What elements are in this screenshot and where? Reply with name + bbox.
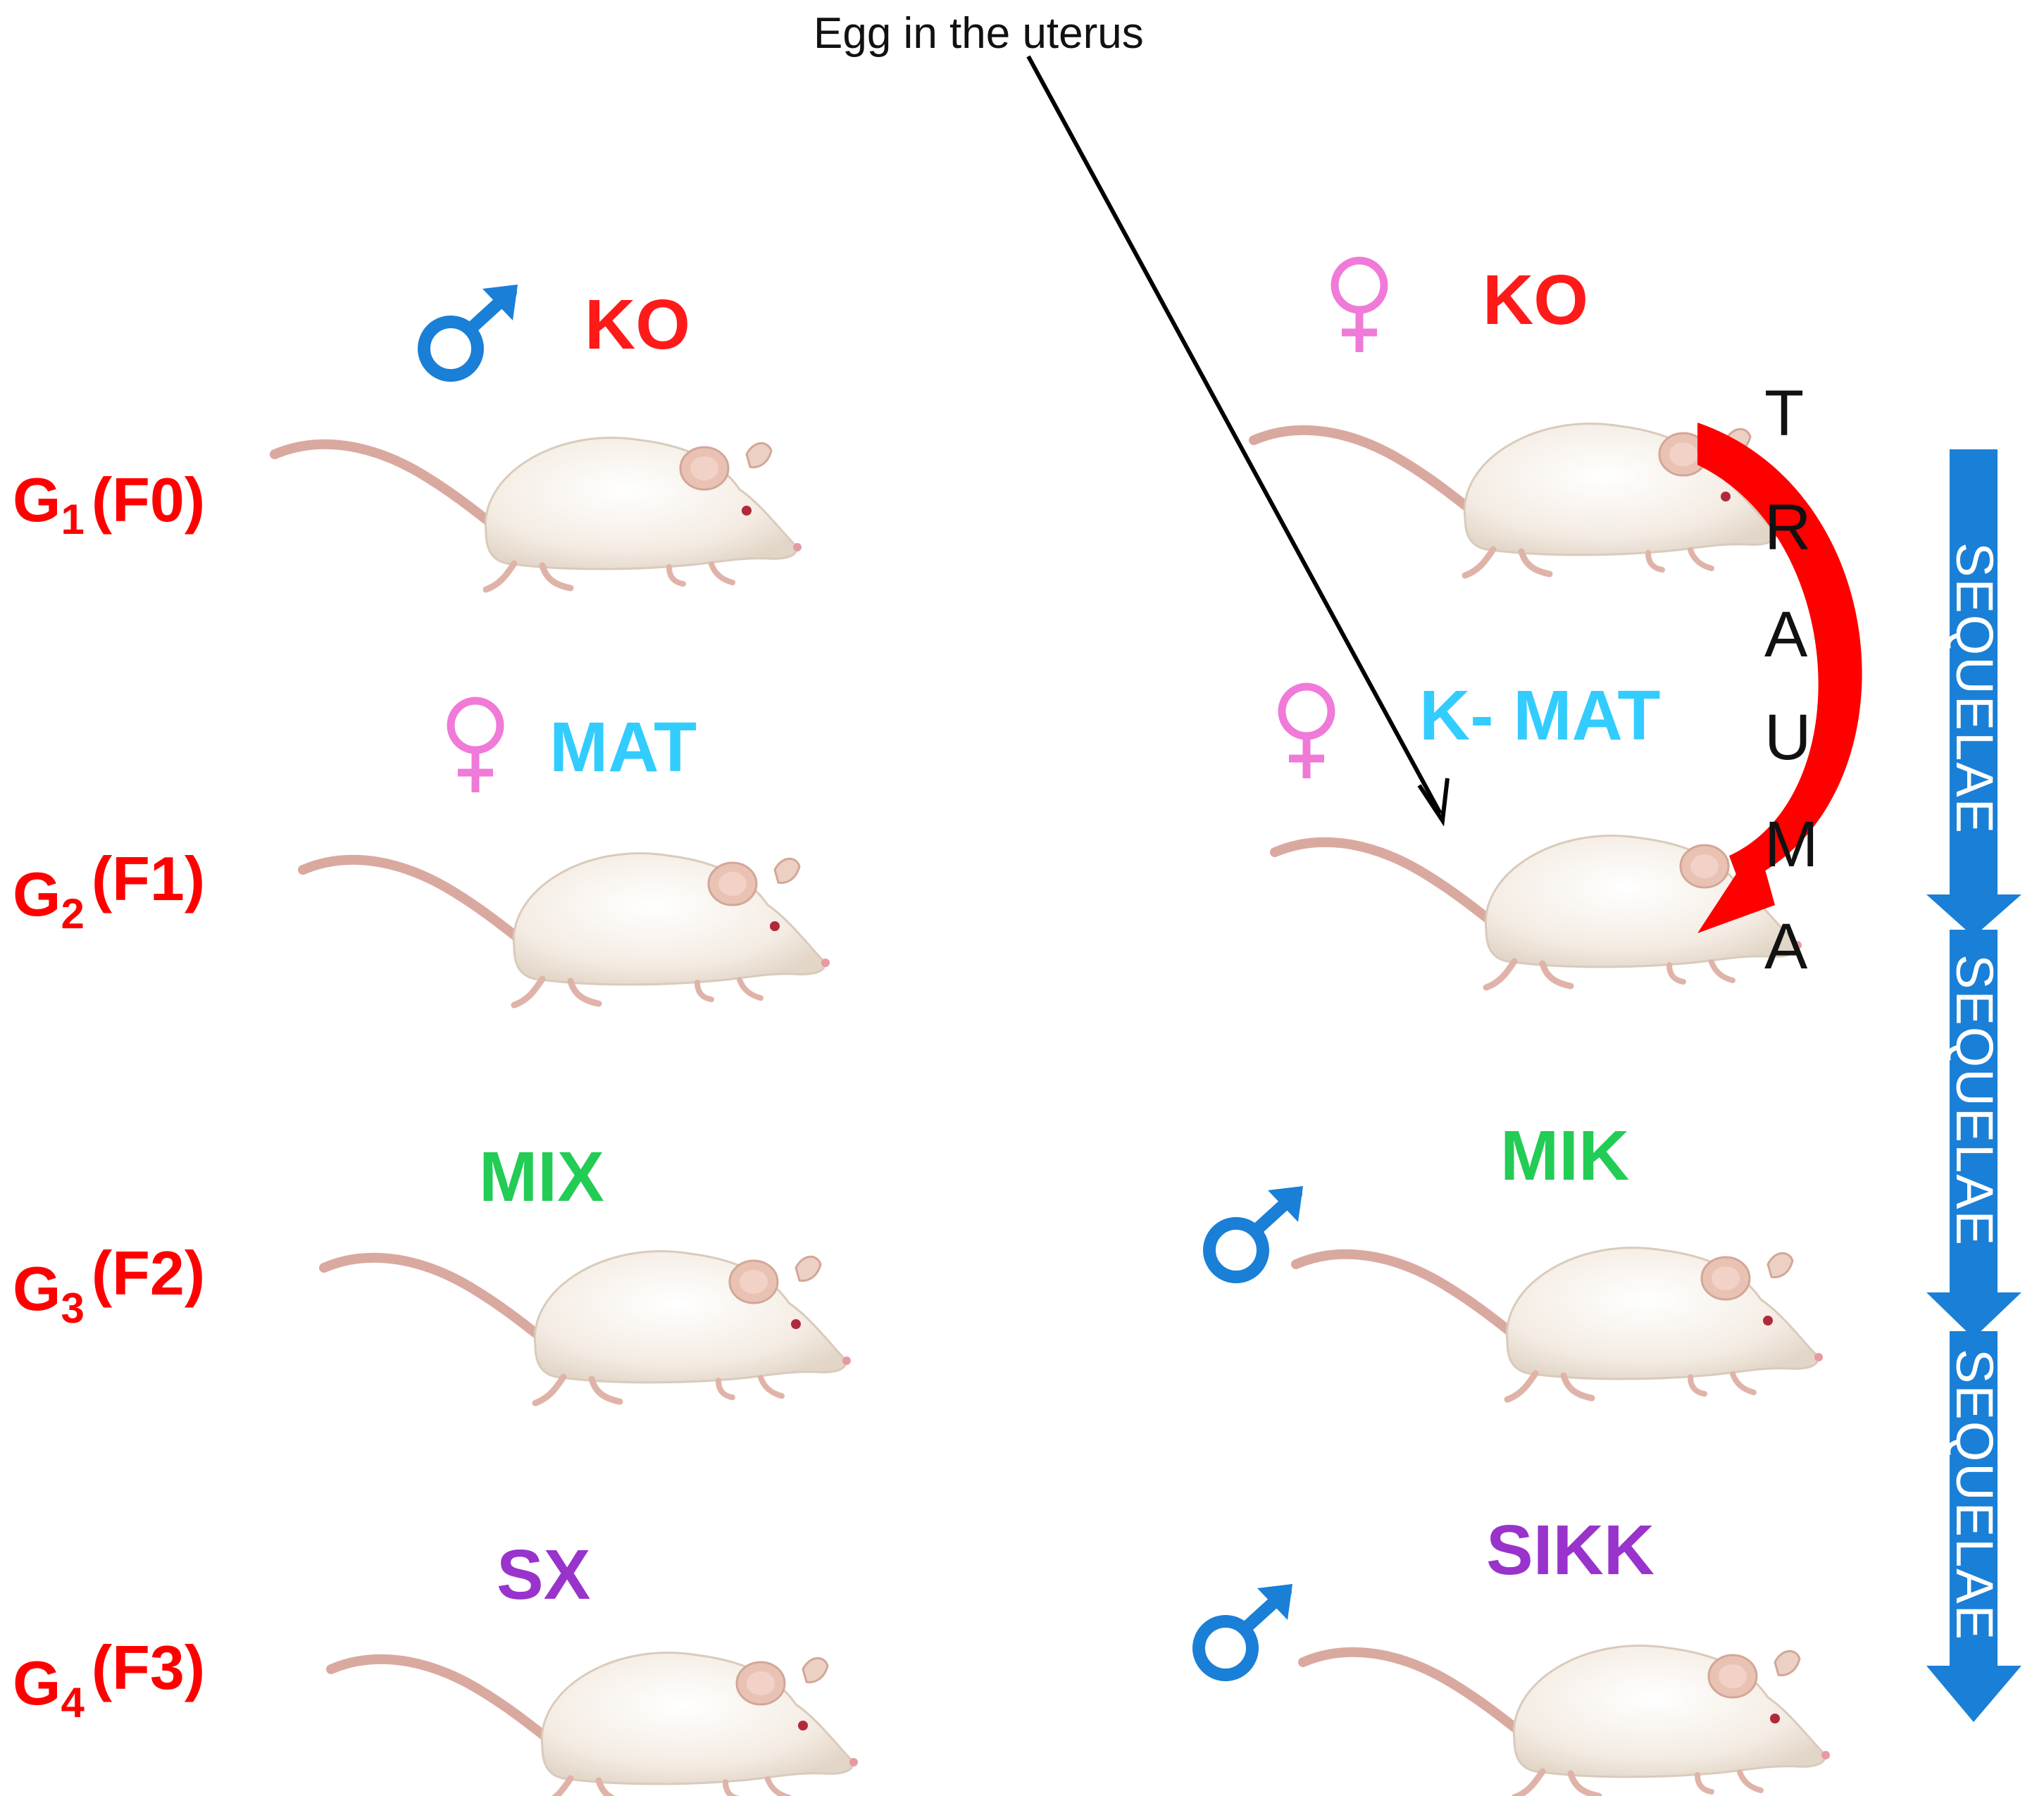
svg-text:G4(F3): G4(F3) (13, 1633, 205, 1726)
male-symbol-icon (1209, 1186, 1303, 1277)
trauma-label: T R A U M A (1764, 378, 1819, 983)
gen-filial: (F1) (92, 844, 205, 913)
gen-filial: (F3) (92, 1633, 205, 1702)
code-label-right-g3: MIK (1500, 1116, 1629, 1195)
mouse-left-g3 (324, 1252, 851, 1403)
male-symbol-icon (1199, 1584, 1292, 1675)
mouse-right-g4 (1303, 1646, 1830, 1796)
mouse-left-g4 (331, 1653, 858, 1796)
trauma-letter: A (1764, 599, 1808, 671)
trauma-letter: T (1764, 378, 1804, 449)
trauma-letter: A (1764, 911, 1808, 983)
generation-label-g4: G4(F3) (13, 1633, 205, 1726)
sequelae-label: SEQUELAE (1945, 954, 2004, 1247)
sequelae-label: SEQUELAE (1945, 1349, 2004, 1641)
svg-text:G3(F2): G3(F2) (13, 1238, 205, 1332)
annotation-arrow (1026, 55, 1450, 827)
code-label-right-g2: K- MAT (1419, 676, 1660, 755)
gen-letter: G (13, 465, 61, 535)
svg-text:G1(F0): G1(F0) (13, 465, 205, 543)
gen-filial: (F0) (92, 465, 205, 535)
mouse-left-g2 (303, 854, 830, 1005)
generation-label-g3: G3(F2) (13, 1238, 205, 1332)
trauma-letter: M (1764, 809, 1819, 880)
code-label-left-g4: SX (497, 1535, 590, 1614)
annotation-label: Egg in the uterus (814, 9, 1144, 58)
trauma-letter: R (1764, 492, 1811, 563)
gen-subscript: 4 (61, 1679, 85, 1726)
female-symbol-icon (451, 701, 500, 792)
generation-label-g2: G2(F1) (13, 844, 205, 937)
code-label-left-g1: KO (585, 285, 690, 364)
trauma-letter: U (1764, 701, 1811, 773)
code-label-right-g1: KO (1483, 261, 1588, 339)
male-symbol-icon (424, 285, 518, 375)
generation-label-g1: G1(F0) (13, 465, 205, 543)
trauma-arrow (1697, 423, 1862, 933)
gen-subscript: 2 (61, 890, 84, 937)
sequelae-label: SEQUELAE (1945, 542, 2004, 835)
svg-text:G2(F1): G2(F1) (13, 844, 205, 937)
female-symbol-icon (1282, 687, 1331, 778)
gen-subscript: 3 (61, 1285, 84, 1332)
female-symbol-icon (1335, 261, 1384, 352)
code-label-right-g4: SIKK (1486, 1511, 1654, 1590)
gen-filial: (F2) (92, 1238, 205, 1308)
code-label-left-g2: MAT (549, 708, 697, 787)
gen-letter: G (13, 1648, 61, 1718)
sequelae-arrow (1926, 449, 2021, 1722)
gen-letter: G (13, 859, 61, 929)
gen-letter: G (13, 1254, 61, 1323)
code-label-left-g3: MIX (479, 1137, 604, 1216)
mouse-left-g1 (275, 438, 802, 590)
mouse-right-g3 (1296, 1248, 1823, 1399)
gen-subscript: 1 (61, 496, 84, 543)
